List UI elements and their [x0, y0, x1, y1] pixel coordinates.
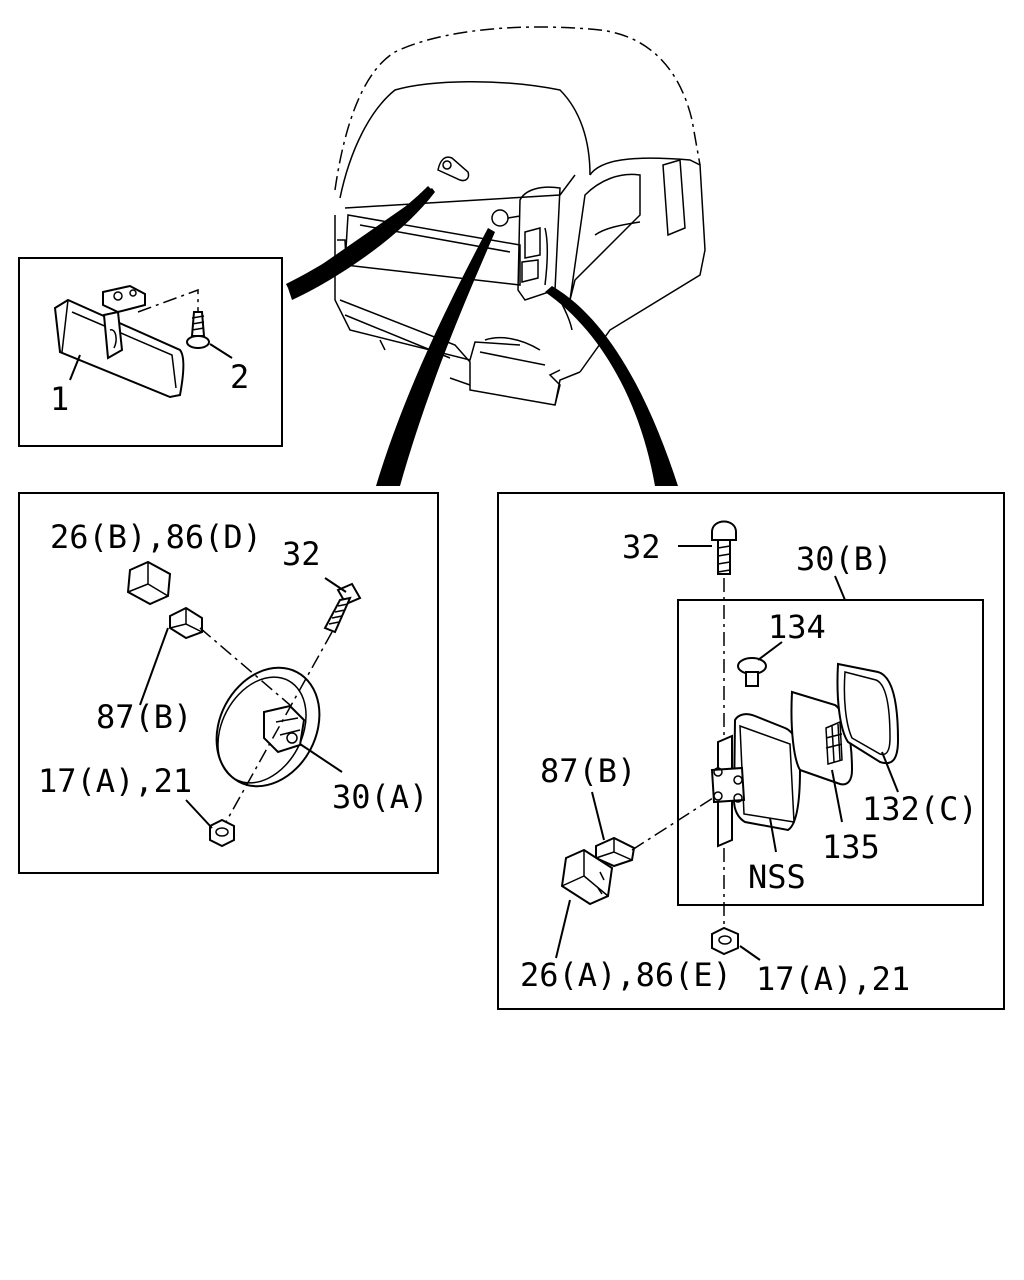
inset-rect-lamp: 32 30(B) 134 87(B) 132(C) 135 NSS 26(A),… — [497, 492, 1005, 1010]
inset-round-lamp: 26(B),86(D) 32 87(B) 17(A),21 30(A) — [18, 492, 439, 874]
label-26a-86e: 26(A),86(E) — [520, 956, 732, 994]
leader-87b-right — [591, 791, 605, 841]
label-30b: 30(B) — [796, 540, 892, 578]
leader-87b-left — [139, 627, 169, 706]
label-part-1: 1 — [50, 380, 69, 418]
nut-17a — [209, 818, 235, 848]
label-26b-86d: 26(B),86(D) — [50, 518, 262, 556]
leader-30a — [299, 743, 343, 773]
leader-part-2 — [209, 343, 233, 359]
leader-32-left — [324, 577, 347, 593]
label-132c: 132(C) — [862, 790, 978, 828]
leader-17a-left — [185, 799, 213, 829]
leader-134 — [757, 641, 783, 661]
label-part-2: 2 — [230, 358, 249, 396]
inset-round-lamp-frame — [18, 492, 439, 874]
leader-30b — [834, 575, 846, 601]
label-87b-right: 87(B) — [540, 752, 636, 790]
screw-134 — [737, 657, 767, 687]
leader-part-1 — [69, 354, 81, 381]
mirror-stem — [102, 310, 124, 360]
nut-17a-right — [711, 926, 739, 956]
label-87b-left: 87(B) — [96, 698, 192, 736]
label-32-right: 32 — [622, 528, 661, 566]
inset-mirror-frame — [18, 257, 283, 447]
leader-135 — [831, 769, 843, 823]
bolt-32 — [323, 582, 362, 634]
leader-nss — [769, 817, 777, 853]
label-135: 135 — [822, 828, 880, 866]
label-30a: 30(A) — [332, 778, 428, 816]
bolt-32-right — [711, 520, 737, 575]
leader-132c — [881, 751, 899, 793]
leader-17a-right — [739, 945, 761, 961]
label-nss: NSS — [748, 858, 806, 896]
leader-wedges — [286, 186, 678, 486]
inset-mirror: 1 2 — [18, 257, 283, 447]
round-lamp-bracket — [263, 704, 306, 754]
inset-rect-lamp-frame — [497, 492, 1005, 1010]
leader-26a — [555, 899, 571, 959]
mirror-bracket — [102, 284, 146, 314]
lamp-assy-30b-frame — [677, 599, 984, 906]
clip-26b — [126, 560, 172, 606]
label-134: 134 — [768, 608, 826, 646]
vehicle-rear-illustration — [334, 26, 706, 406]
label-17a-21-left: 17(A),21 — [38, 762, 192, 800]
tapping-screw — [186, 311, 210, 349]
label-17a-21-right: 17(A),21 — [756, 960, 910, 998]
label-32-left: 32 — [282, 535, 321, 573]
